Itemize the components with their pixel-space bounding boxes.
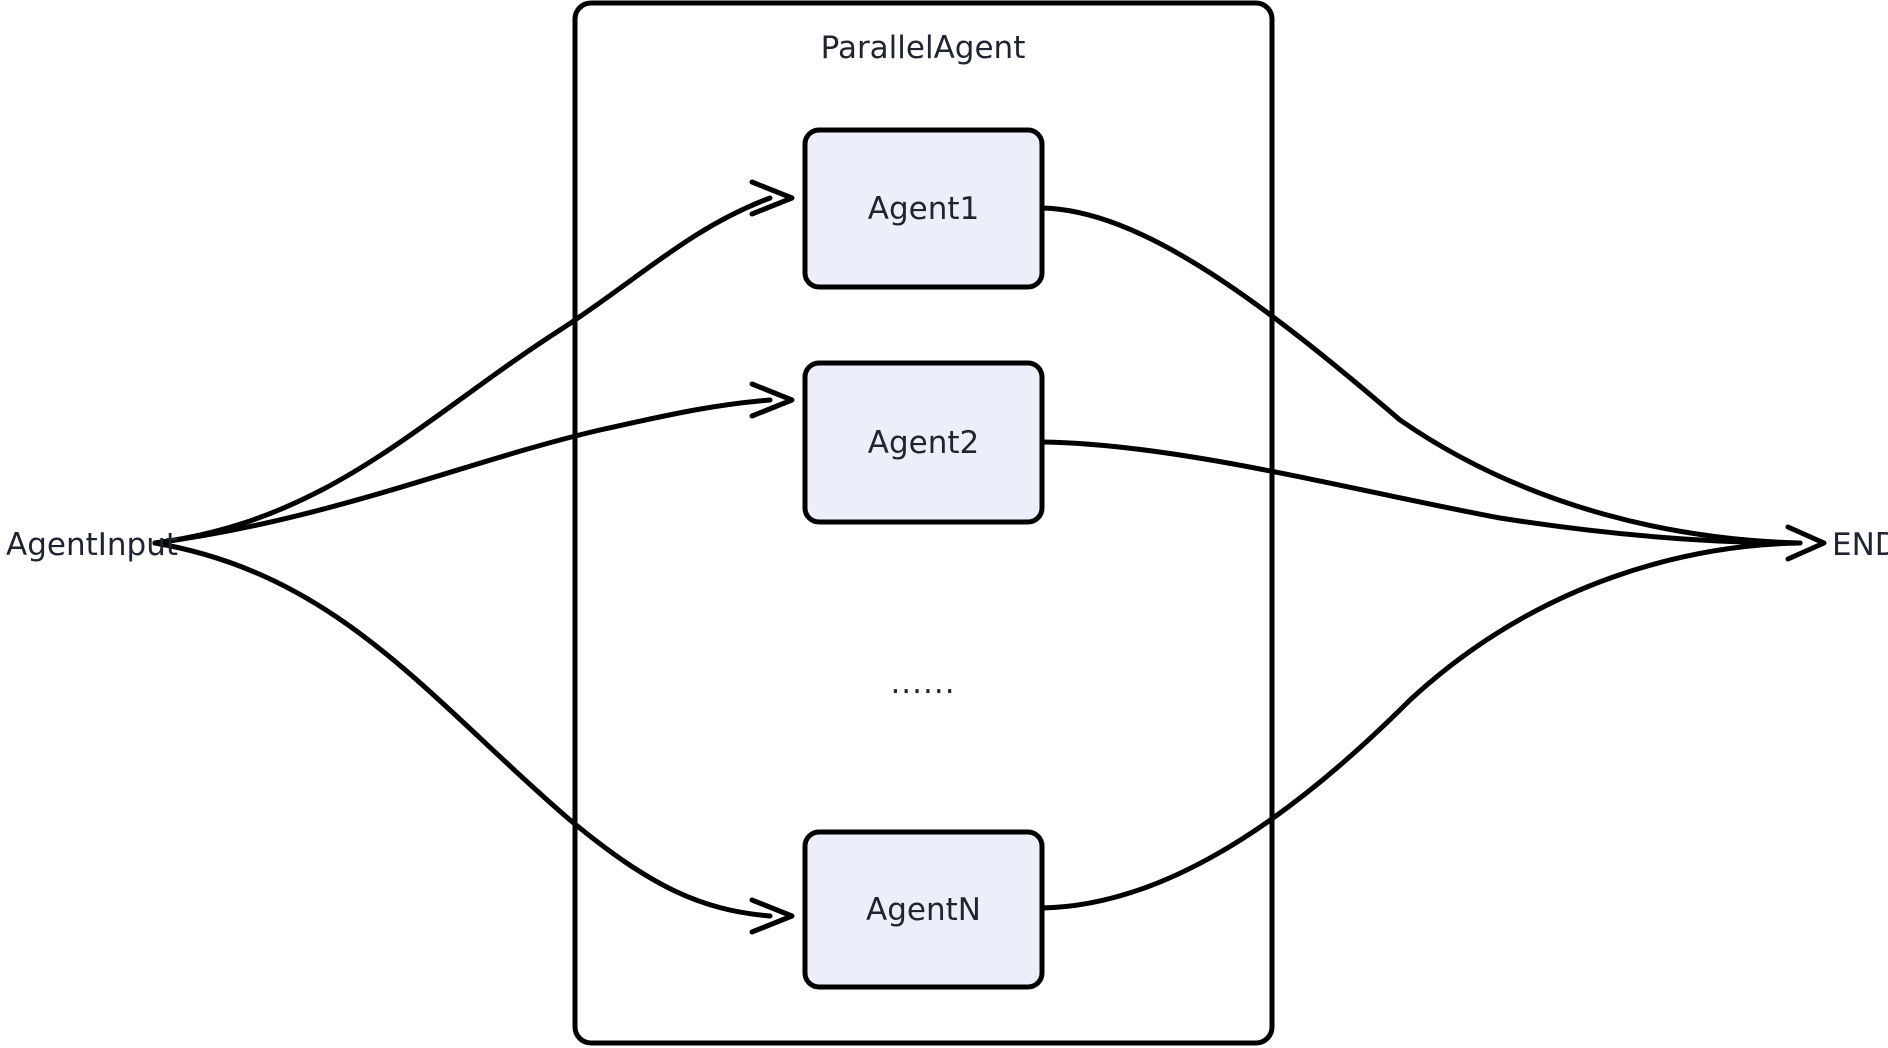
- arrowhead-input-to-agentN: [749, 897, 795, 935]
- node-agentn[interactable]: AgentN: [802, 829, 1045, 990]
- node-agent2-label: Agent2: [868, 425, 979, 461]
- arrowhead-input-to-agent1: [749, 179, 795, 217]
- container-title: ParallelAgent: [821, 30, 1026, 66]
- edge-input-to-agent2: [152, 397, 773, 546]
- agent-input-label[interactable]: AgentInput: [6, 527, 178, 563]
- arrowhead-to-end: [1785, 524, 1827, 562]
- node-agent2[interactable]: Agent2: [802, 360, 1045, 525]
- node-agentn-label: AgentN: [866, 892, 981, 928]
- node-agent1[interactable]: Agent1: [802, 127, 1045, 290]
- node-agent1-box[interactable]: [802, 127, 1045, 290]
- node-agent2-box[interactable]: [802, 360, 1045, 525]
- edge-agent1-to-end: [1039, 205, 1803, 546]
- edge-input-to-agentN: [152, 540, 773, 919]
- arrowhead-input-to-agent2: [749, 381, 795, 419]
- node-agent1-label: Agent1: [868, 191, 979, 227]
- node-agentn-box[interactable]: [802, 829, 1045, 990]
- edge-input-to-agent1: [152, 195, 773, 546]
- edge-agentN-to-end: [1039, 540, 1803, 911]
- edge-agent2-to-end: [1039, 439, 1803, 546]
- end-label[interactable]: END: [1832, 527, 1888, 563]
- ellipsis-label: ......: [890, 665, 955, 701]
